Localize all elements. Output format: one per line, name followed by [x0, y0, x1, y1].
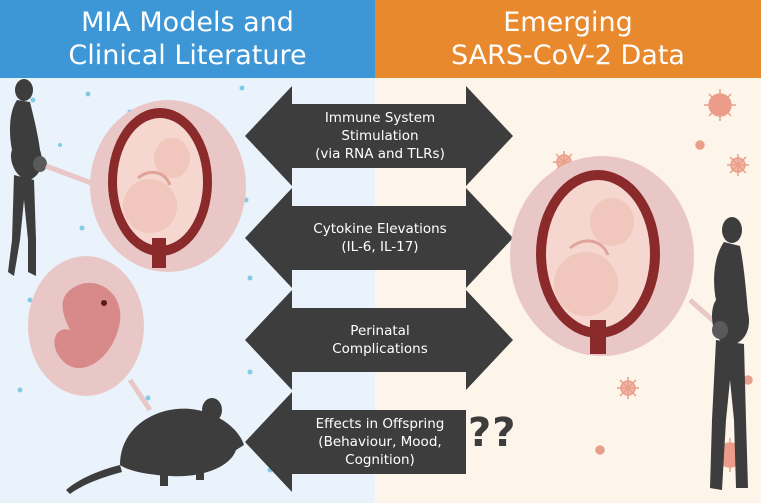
mouse-icon	[66, 398, 244, 494]
header-right-line1: Emerging	[503, 7, 633, 38]
uterus-fetus-icon	[90, 100, 246, 272]
header-left-line1: MIA Models and	[81, 7, 294, 38]
pregnant-woman-icon	[8, 79, 47, 276]
embryo-icon	[28, 256, 144, 396]
pregnant-woman-right-icon	[710, 217, 750, 490]
arrow-3-label: Perinatal Complications	[296, 308, 464, 372]
header-left: MIA Models and Clinical Literature	[0, 0, 375, 78]
arrow-4	[245, 392, 466, 492]
arrow-4-line-3: Cognition)	[345, 452, 415, 468]
arrow-1-label: Immune System Stimulation (via RNA and T…	[296, 104, 464, 168]
arrow-4-line-2: (Behaviour, Mood,	[318, 434, 442, 450]
header-right: Emerging SARS-CoV-2 Data	[375, 0, 761, 78]
arrow-2	[245, 188, 513, 288]
arrow-1	[245, 86, 513, 186]
header-right-line2: SARS-CoV-2 Data	[451, 40, 685, 71]
arrow-3-line-2: Complications	[332, 341, 428, 357]
arrow-3-line-1: Perinatal	[350, 323, 410, 339]
arrow-4-line-1: Effects in Offspring	[315, 416, 445, 432]
arrow-2-line-1: Cytokine Elevations	[313, 221, 447, 237]
arrow-2-line-2: (IL-6, IL-17)	[341, 239, 419, 255]
header-left-line2: Clinical Literature	[68, 40, 307, 71]
arrow-3	[245, 290, 513, 390]
embryo-pointer	[127, 378, 153, 412]
arrow-2-label: Cytokine Elevations (IL-6, IL-17)	[296, 206, 464, 270]
arrow-1-line-1: Immune System	[324, 110, 436, 126]
question-marks: ??	[468, 410, 517, 456]
arrow-1-line-3: (via RNA and TLRs)	[315, 146, 445, 162]
arrow-1-line-2: Stimulation	[341, 128, 419, 144]
arrow-4-label: Effects in Offspring (Behaviour, Mood, C…	[296, 410, 464, 474]
uterus-fetus-right-icon	[510, 156, 694, 356]
